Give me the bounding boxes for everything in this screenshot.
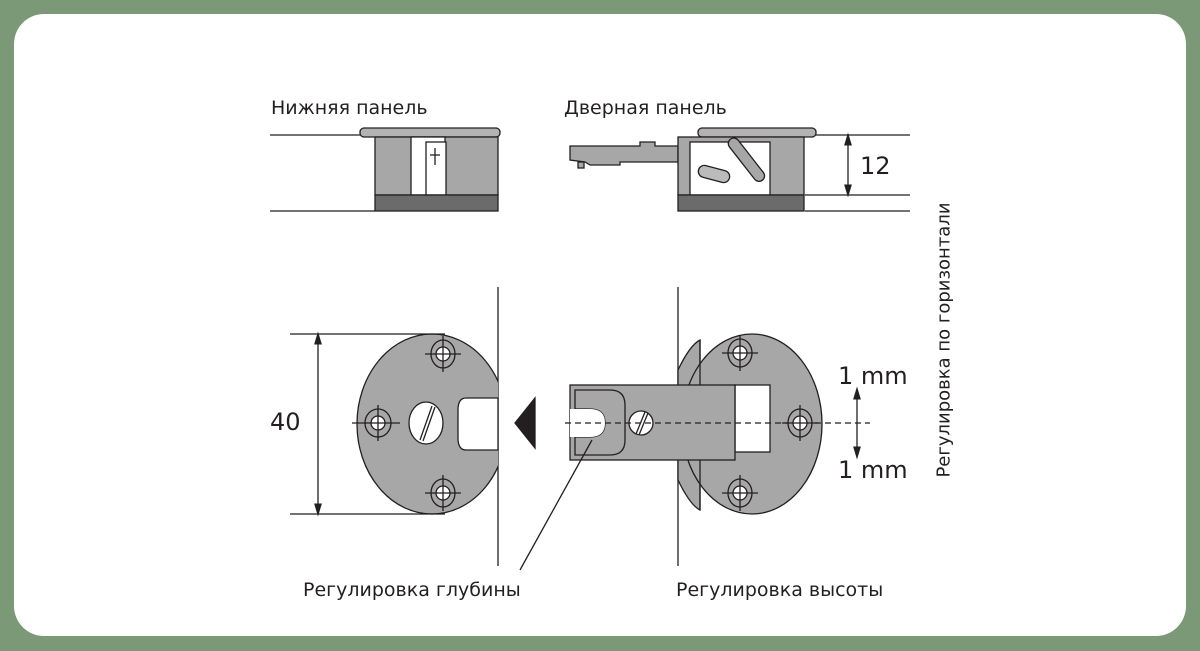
- thickness-dimension: 12: [860, 152, 891, 180]
- diameter-dimension: 40: [270, 408, 301, 436]
- adjust-up-value: 1 mm: [838, 362, 908, 390]
- door-panel-section: [569, 127, 910, 212]
- bottom-panel-label: Нижняя панель: [271, 97, 428, 119]
- horizontal-adjustment-label: Регулировка по горизонтали: [933, 202, 955, 478]
- diagram-card: [14, 14, 1186, 636]
- arrow-icon: [514, 396, 536, 450]
- adjust-down-value: 1 mm: [838, 456, 908, 484]
- base-plate-view: [290, 287, 536, 566]
- hinge-arm-view: [519, 287, 870, 571]
- screw-hole-bottom: [425, 475, 461, 511]
- depth-adjustment-label: Регулировка глубины: [303, 579, 521, 601]
- leader-line: [519, 439, 593, 571]
- screw-hole-middle: [352, 405, 400, 441]
- screw-hole-top: [425, 336, 461, 372]
- height-adjustment-label: Регулировка высоты: [676, 579, 884, 601]
- bottom-panel-section: [270, 127, 501, 212]
- door-panel-label: Дверная панель: [564, 97, 727, 119]
